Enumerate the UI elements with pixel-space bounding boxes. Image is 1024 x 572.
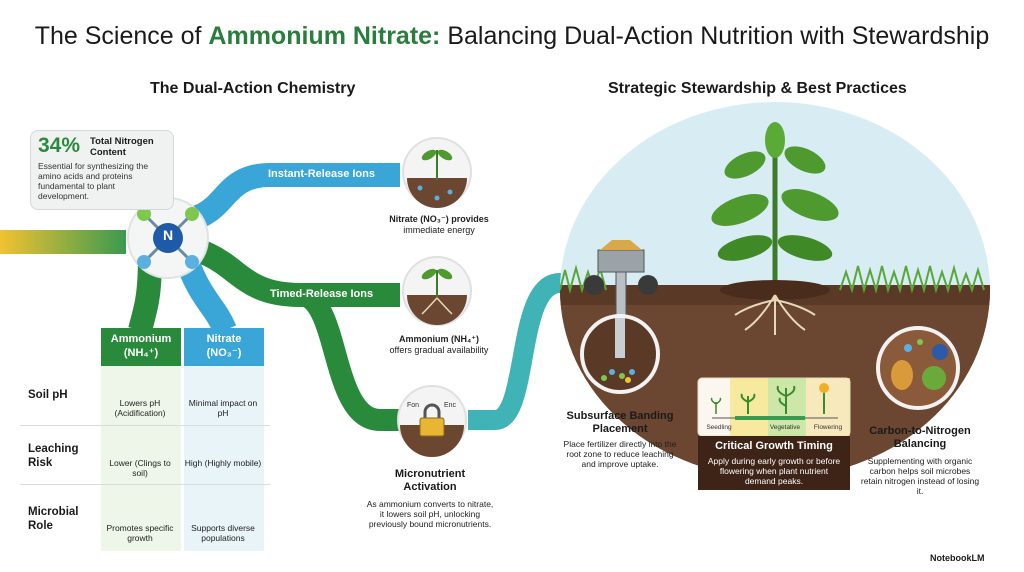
title-part: The Science of <box>34 22 209 50</box>
table-cell-ammonium: Lower (Clings to soil) <box>109 458 171 478</box>
timed-release-label: Timed-Release Ions <box>270 288 374 300</box>
molecule-icon <box>127 197 209 279</box>
carbon-title: Carbon-to-Nitrogen Balancing <box>869 425 971 450</box>
table-row-label: Microbial Role <box>28 506 79 532</box>
nitrate-caption-title: Nitrate (NO₃⁻) provides <box>389 214 489 224</box>
nitrogen-description: Essential for synthesizing the amino aci… <box>38 161 149 201</box>
banding-inset <box>580 314 660 394</box>
table-header-ammonium-formula: (NH₄⁺) <box>123 347 159 359</box>
timing-text: Apply during early growth or before flow… <box>707 456 841 486</box>
nitrate-plant-icon <box>402 137 472 208</box>
lock-icon <box>397 385 467 457</box>
instant-release-label: Instant-Release Ions <box>268 168 375 180</box>
table-header-ammonium: Ammonium (NH₄⁺) <box>101 328 181 366</box>
table-header-ammonium-name: Ammonium <box>110 333 172 345</box>
table-cell-nitrate: Minimal impact on pH <box>188 398 258 418</box>
row-divider <box>20 484 270 485</box>
carbon-text: Supplementing with organic carbon helps … <box>860 456 980 496</box>
banding-text: Place fertilizer directly into the root … <box>563 439 677 469</box>
stage-label: Flowering <box>813 424 843 431</box>
molecule-symbol: N <box>162 227 174 243</box>
row-divider <box>20 425 270 426</box>
title-part: Balancing Dual-Action Nutrition with Ste… <box>440 22 990 50</box>
table-header-nitrate-formula: (NO₃⁻) <box>206 347 242 359</box>
table-cell-ammonium: Lowers pH (Acidification) <box>114 398 166 418</box>
micronutrient-title: Micronutrient Activation <box>394 468 466 493</box>
microbe-inset <box>876 326 960 410</box>
lock-tag-left: Fon <box>407 402 420 409</box>
right-heading: Strategic Stewardship & Best Practices <box>608 80 907 97</box>
page-title: The Science of Ammonium Nitrate: Balanci… <box>0 22 1024 51</box>
nitrate-caption-text: immediate energy <box>403 225 475 235</box>
main-plant <box>711 122 839 335</box>
table-cell-nitrate: Supports diverse populations <box>191 523 255 543</box>
applicator-machine <box>584 240 658 333</box>
stage-label: Seedling <box>706 424 732 431</box>
ammonium-caption-text: offers gradual availability <box>389 345 489 355</box>
brand-logo: NotebookLM <box>930 553 985 563</box>
left-heading: The Dual-Action Chemistry <box>150 80 356 97</box>
incoming-band <box>0 230 126 254</box>
ammonium-column-bg <box>101 366 181 551</box>
ammonium-caption-title: Ammonium (NH₄⁺) <box>398 334 480 344</box>
nitrate-caption: Nitrate (NO₃⁻) provides immediate energy <box>370 214 508 236</box>
table-header-nitrate-name: Nitrate <box>206 333 242 345</box>
table-cell-ammonium: Promotes specific growth <box>106 523 174 543</box>
table-header-nitrate: Nitrate (NO₃⁻) <box>184 328 264 366</box>
banding-title: Subsurface Banding Placement <box>566 410 674 435</box>
nitrogen-label: Total Nitrogen Content <box>90 136 154 158</box>
nitrate-column-bg <box>184 366 264 551</box>
table-row-label: Soil pH <box>28 389 68 401</box>
instant-release-path <box>167 163 400 233</box>
lock-tag-right: Enc <box>444 402 457 409</box>
micronutrient-text: As ammonium converts to nitrate, it lowe… <box>366 499 494 529</box>
nitrogen-card <box>30 130 174 210</box>
timing-panel <box>697 377 851 437</box>
timing-title: Critical Growth Timing <box>715 440 833 452</box>
title-highlight: Ammonium Nitrate: <box>208 22 441 50</box>
timing-dark-box <box>698 436 850 490</box>
stage-label: Vegetative <box>769 424 801 431</box>
ammonium-caption: Ammonium (NH₄⁺) offers gradual availabil… <box>370 334 508 356</box>
timed-release-path-lower <box>297 284 400 431</box>
nitrogen-percent: 34% <box>38 134 81 157</box>
ammonium-plant-icon <box>402 256 472 326</box>
stewardship-connector <box>468 273 580 430</box>
table-row-label: Leaching Risk <box>28 443 79 469</box>
table-cell-nitrate: High (Highly mobile) <box>184 458 262 468</box>
